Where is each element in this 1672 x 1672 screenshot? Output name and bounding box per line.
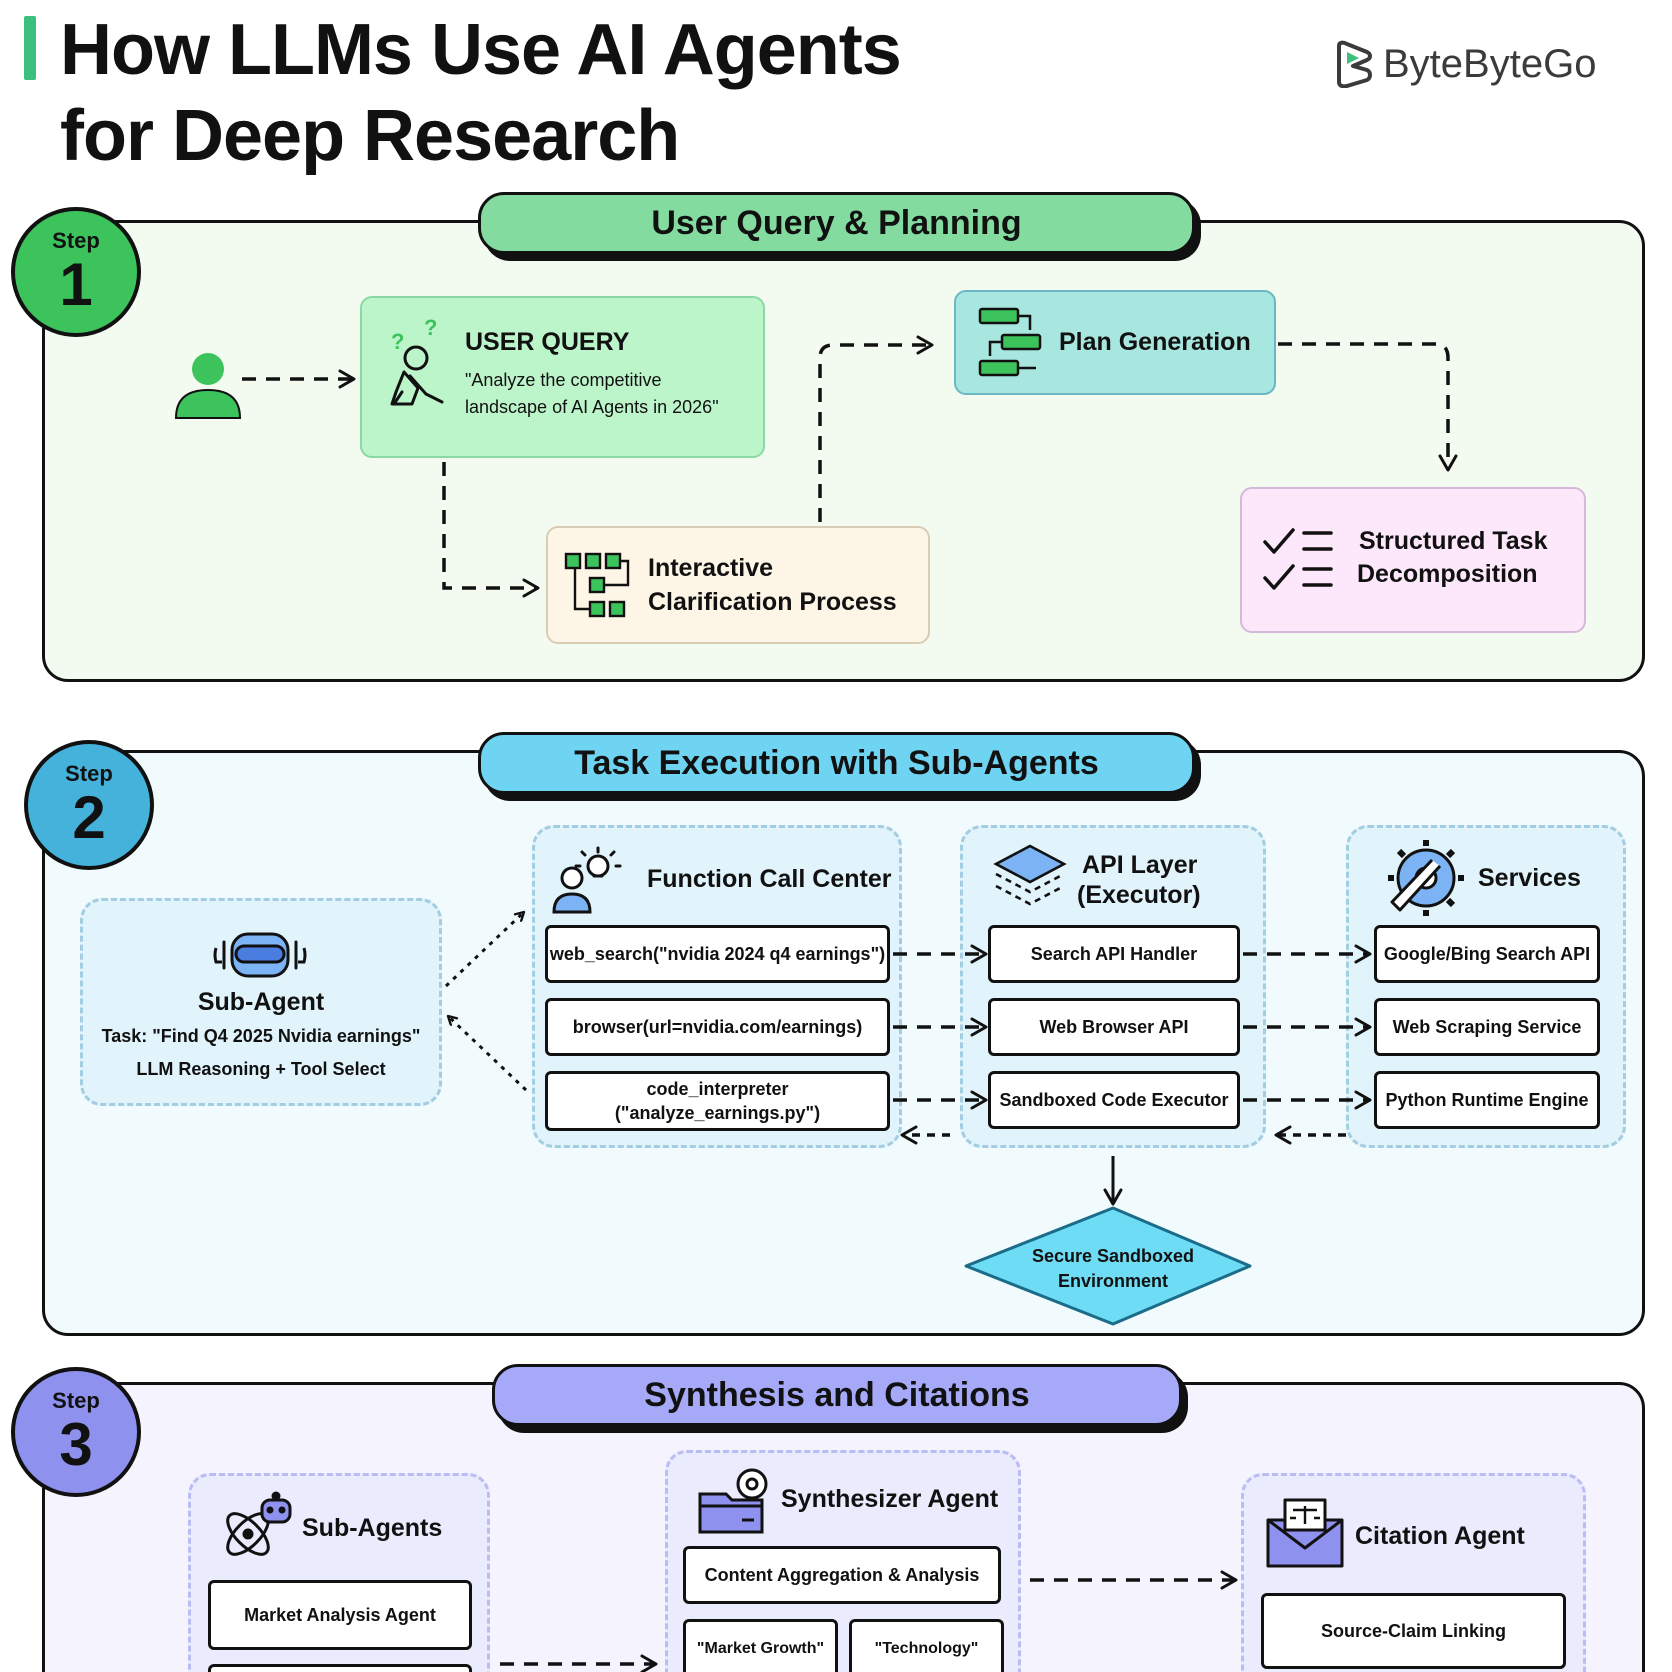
function-call-code-interpreter: code_interpreter ("analyze_earnings.py") <box>545 1071 890 1131</box>
user-query-box <box>360 296 765 458</box>
code-interpreter-line-2: ("analyze_earnings.py") <box>614 1103 821 1123</box>
brand-name: ByteByteGo <box>1383 41 1597 86</box>
clarification-label-line-2: Clarification Process <box>648 588 897 616</box>
plan-generation-icon <box>978 307 1042 377</box>
flow-chart-icon <box>564 552 630 618</box>
sandbox-diamond: Secure Sandboxed Environment <box>964 1206 1252 1326</box>
citation-agent-title: Citation Agent <box>1355 1522 1525 1550</box>
svg-text:?: ? <box>424 315 437 340</box>
code-interpreter-line-1: code_interpreter <box>646 1079 789 1099</box>
service-search-api: Google/Bing Search API <box>1374 925 1600 983</box>
function-call-browser: browser(url=nvidia.com/earnings) <box>545 998 890 1056</box>
tag-market-growth: "Market Growth" <box>683 1619 838 1672</box>
arrow-query-to-clarification <box>442 462 540 598</box>
function-call-center-title: Function Call Center <box>647 865 892 893</box>
arrows-fcc-to-api <box>893 944 988 1110</box>
envelope-scale-icon <box>1266 1498 1344 1568</box>
step-number: 2 <box>72 784 106 851</box>
sub-agent-title: Sub-Agent <box>197 988 325 1016</box>
user-query-text-line-2: landscape of AI Agents in 2026" <box>465 397 719 417</box>
step-2-badge: Step 2 <box>24 740 154 870</box>
section3-banner: Synthesis and Citations <box>492 1364 1182 1426</box>
sub-agent-reasoning: LLM Reasoning + Tool Select <box>136 1059 386 1079</box>
content-aggregation-box: Content Aggregation & Analysis <box>683 1546 1001 1604</box>
arrow-clarification-to-plan <box>818 335 934 522</box>
user-query-title: USER QUERY <box>465 328 630 356</box>
sandbox-label-line-1: Secure Sandboxed <box>1032 1246 1194 1266</box>
step-label: Step <box>65 761 113 786</box>
atom-robot-icon <box>226 1491 292 1556</box>
market-analysis-agent: Market Analysis Agent <box>208 1580 472 1650</box>
step-number: 1 <box>59 251 93 318</box>
services-title: Services <box>1478 864 1581 892</box>
structured-task-label-line-2: Decomposition <box>1357 560 1538 588</box>
step-label: Step <box>52 1388 100 1413</box>
thinking-person-icon: ? ? <box>390 315 444 406</box>
api-layer-title-line-2: (Executor) <box>1077 881 1201 909</box>
arrow-fcc-to-subagent <box>448 1016 528 1092</box>
source-claim-linking: Source-Claim Linking <box>1261 1593 1566 1669</box>
bytebytego-logo-icon <box>1337 40 1372 88</box>
sub-agent-task: Task: "Find Q4 2025 Nvidia earnings" <box>101 1026 421 1046</box>
step-3-badge: Step 3 <box>11 1367 141 1497</box>
step-1-badge: Step 1 <box>11 207 141 337</box>
structured-task-label-line-1: Structured Task <box>1359 527 1548 555</box>
api-sandboxed-executor: Sandboxed Code Executor <box>988 1071 1240 1129</box>
tag-technology: "Technology" <box>849 1619 1004 1672</box>
arrow-plan-to-structured <box>1278 342 1458 472</box>
service-web-scraping: Web Scraping Service <box>1374 998 1600 1056</box>
sub-agents-title: Sub-Agents <box>302 1514 443 1542</box>
structured-task-box <box>1240 487 1586 633</box>
api-web-browser: Web Browser API <box>988 998 1240 1056</box>
plan-generation-label: Plan Generation <box>1059 328 1251 356</box>
sub-agent-item-partial <box>208 1664 472 1672</box>
arrows-api-to-services <box>1243 944 1372 1110</box>
checklist-icon <box>1263 528 1333 590</box>
api-search-handler: Search API Handler <box>988 925 1240 983</box>
step-number: 3 <box>59 1411 93 1478</box>
title-accent-bar <box>24 16 36 80</box>
sandbox-label-line-2: Environment <box>1058 1271 1168 1291</box>
svg-text:?: ? <box>391 329 404 354</box>
step-label: Step <box>52 228 100 253</box>
page-title-line-2: for Deep Research <box>60 96 680 176</box>
section1-banner: User Query & Planning <box>478 192 1195 254</box>
lightbulb-person-icon <box>552 846 622 914</box>
user-query-text-line-1: "Analyze the competitive <box>465 370 662 390</box>
api-layer-title-line-1: API Layer <box>1082 851 1198 879</box>
robot-icon <box>213 932 307 978</box>
brand-logo: ByteByteGo <box>1335 40 1596 88</box>
service-python-runtime: Python Runtime Engine <box>1374 1071 1600 1129</box>
arrow-subagent-to-fcc <box>444 912 524 988</box>
function-call-web-search: web_search("nvidia 2024 q4 earnings") <box>545 925 890 983</box>
layers-icon <box>993 844 1067 906</box>
page-title-line-1: How LLMs Use AI Agents <box>60 10 902 90</box>
clarification-label-line-1: Interactive <box>648 554 774 582</box>
folder-gear-icon <box>698 1468 768 1534</box>
section2-banner: Task Execution with Sub-Agents <box>478 732 1195 794</box>
user-icon <box>174 353 242 419</box>
gear-wrench-icon <box>1388 840 1464 916</box>
synthesizer-agent-title: Synthesizer Agent <box>781 1485 999 1513</box>
